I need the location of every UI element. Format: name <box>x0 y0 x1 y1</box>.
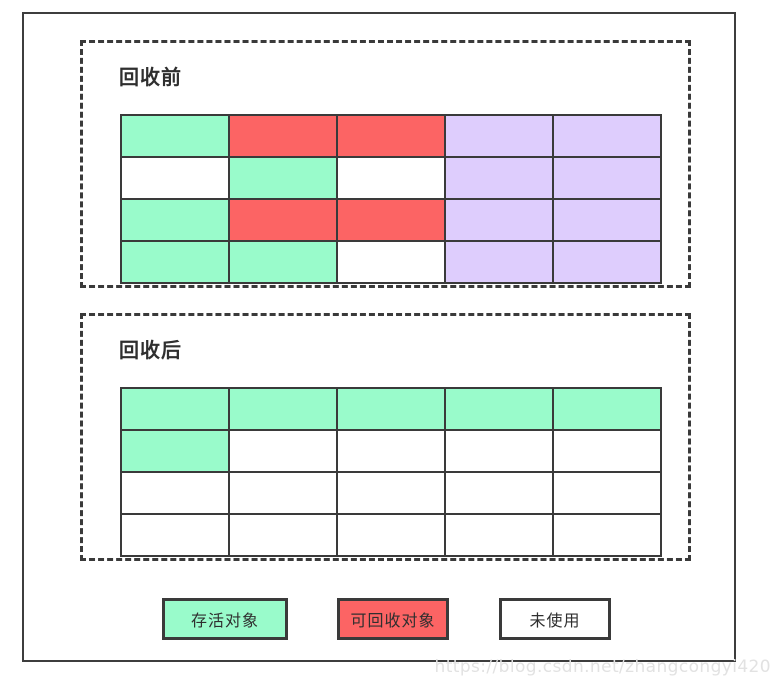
memory-row <box>120 387 662 431</box>
memory-cell-live <box>120 429 230 473</box>
memory-cell-unused <box>552 114 662 158</box>
memory-cell-free <box>228 471 338 515</box>
memory-cell-unused <box>552 198 662 242</box>
memory-cell-free <box>228 429 338 473</box>
memory-cell-free <box>336 240 446 284</box>
section-after-gc-title: 回收后 <box>119 338 182 362</box>
memory-grid-after-gc <box>120 387 662 557</box>
memory-cell-live <box>120 240 230 284</box>
legend-item-unused-memory: 未使用 <box>499 598 611 640</box>
memory-cell-free <box>120 471 230 515</box>
memory-cell-free <box>336 156 446 200</box>
memory-row <box>120 471 662 515</box>
memory-cell-free <box>444 429 554 473</box>
memory-cell-live <box>120 114 230 158</box>
memory-cell-live <box>228 387 338 431</box>
memory-cell-free <box>444 513 554 557</box>
legend-item-garbage-object-label: 可回收对象 <box>350 611 436 630</box>
memory-row <box>120 513 662 557</box>
memory-cell-free <box>336 513 446 557</box>
memory-cell-unused <box>444 114 554 158</box>
memory-cell-garbage <box>336 114 446 158</box>
memory-cell-garbage <box>228 198 338 242</box>
watermark-text: https://blog.csdn.net/zhangcongyi420 <box>434 657 771 677</box>
legend-item-garbage-object: 可回收对象 <box>337 598 449 640</box>
memory-cell-free <box>552 513 662 557</box>
memory-grid-before-gc <box>120 114 662 284</box>
memory-cell-live <box>552 387 662 431</box>
memory-cell-unused <box>444 156 554 200</box>
section-before-gc: 回收前 <box>80 40 691 288</box>
legend: 存活对象 可回收对象 未使用 <box>24 590 734 646</box>
memory-cell-live <box>444 387 554 431</box>
section-after-gc: 回收后 <box>80 313 691 561</box>
memory-cell-garbage <box>228 114 338 158</box>
memory-cell-free <box>228 513 338 557</box>
memory-cell-free <box>120 156 230 200</box>
memory-cell-live <box>120 198 230 242</box>
memory-cell-free <box>552 471 662 515</box>
memory-grid-after-gc-body <box>120 387 662 557</box>
memory-grid-before-gc-body <box>120 114 662 284</box>
memory-row <box>120 240 662 284</box>
memory-cell-live <box>120 387 230 431</box>
memory-row <box>120 114 662 158</box>
memory-cell-unused <box>444 240 554 284</box>
diagram-frame: 回收前 回收后 存活对象 可回收对象 未使用 <box>22 12 736 662</box>
memory-cell-garbage <box>336 198 446 242</box>
memory-cell-live <box>336 387 446 431</box>
memory-cell-unused <box>552 240 662 284</box>
memory-cell-free <box>336 429 446 473</box>
legend-item-live-object-label: 存活对象 <box>190 611 259 630</box>
memory-cell-unused <box>444 198 554 242</box>
legend-item-unused-memory-label: 未使用 <box>529 611 581 630</box>
memory-cell-free <box>120 513 230 557</box>
memory-cell-free <box>444 471 554 515</box>
memory-row <box>120 198 662 242</box>
memory-cell-free <box>552 429 662 473</box>
memory-row <box>120 156 662 200</box>
memory-cell-unused <box>552 156 662 200</box>
memory-cell-live <box>228 156 338 200</box>
memory-row <box>120 429 662 473</box>
memory-cell-live <box>228 240 338 284</box>
section-before-gc-title: 回收前 <box>119 65 182 89</box>
legend-item-live-object: 存活对象 <box>162 598 288 640</box>
memory-cell-free <box>336 471 446 515</box>
